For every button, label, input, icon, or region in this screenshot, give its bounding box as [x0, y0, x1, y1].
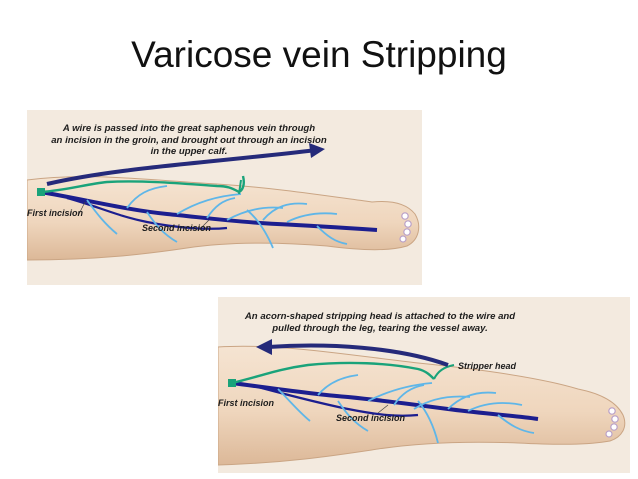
bottom-illustration: An acorn-shaped stripping head is attach…	[218, 297, 630, 473]
first-incision-marker	[37, 188, 45, 196]
toes-top	[399, 212, 412, 243]
stripper-head-line	[433, 364, 455, 380]
top-caption: A wire is passed into the great saphenou…	[51, 123, 327, 157]
stripper-head-label: Stripper head	[458, 361, 517, 371]
vein-branches-bottom	[277, 374, 535, 444]
first-incision-label-bottom: First incision	[218, 398, 275, 408]
wire-bottom	[231, 361, 435, 385]
vein-branches-top	[86, 185, 348, 249]
slide-title: Varicose vein Stripping	[131, 34, 507, 75]
great-saphenous-vein-bottom	[231, 381, 539, 421]
direction-arrow-bottom	[267, 343, 449, 367]
bottom-caption: An acorn-shaped stripping head is attach…	[244, 311, 516, 334]
second-incision-label-bottom: Second incision	[336, 413, 406, 423]
leg-drawing-top	[27, 143, 420, 261]
great-saphenous-vein-top	[40, 190, 378, 232]
first-incision-marker-bottom	[228, 379, 236, 387]
second-incision-label-top: Second incision	[142, 223, 212, 233]
leg-drawing-bottom	[218, 339, 626, 466]
first-incision-label-top: First incision	[27, 208, 84, 218]
top-illustration: A wire is passed into the great saphenou…	[27, 110, 422, 285]
direction-arrow-top	[46, 148, 318, 186]
toes-bottom	[605, 407, 619, 438]
